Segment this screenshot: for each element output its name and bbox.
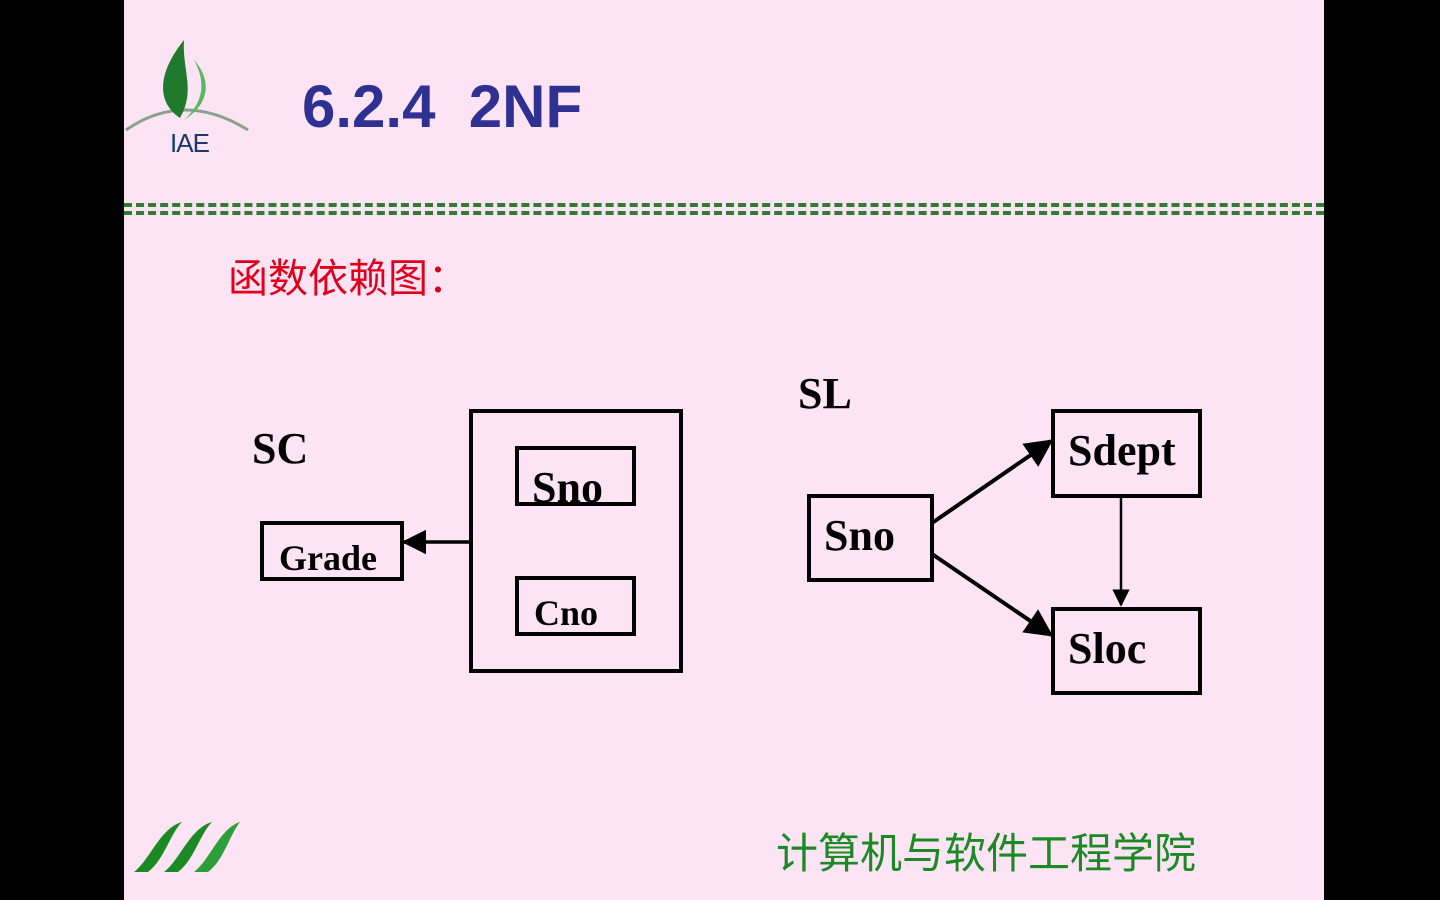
dependency-diagram: SC Grade Sno Cno SL Sno Sdept Sloc — [252, 369, 1202, 695]
grade-label: Grade — [279, 538, 377, 578]
iae-logo — [124, 30, 254, 160]
sc-sno-label: Sno — [532, 463, 603, 512]
footer-text: 计算机与软件工程学院 — [776, 829, 1197, 878]
sl-sno-label: Sno — [824, 511, 895, 560]
divider-line-bottom — [124, 211, 1324, 215]
logo-text: IAE — [170, 128, 210, 158]
divider-line-top — [124, 203, 1324, 207]
sl-sno-box — [807, 494, 934, 582]
sdept-label: Sdept — [1068, 426, 1176, 475]
sloc-box — [1051, 607, 1202, 695]
cno-label: Cno — [534, 593, 598, 633]
sl-label: SL — [798, 369, 852, 418]
sc-label: SC — [252, 424, 308, 473]
slide-title: 6.2.4 2NF — [302, 73, 583, 140]
sloc-label: Sloc — [1068, 624, 1146, 673]
sno-to-sdept-arrow — [930, 439, 1054, 525]
footer-logo — [130, 820, 242, 876]
sc-sno-box — [515, 446, 636, 506]
sno-to-sloc-arrow — [930, 552, 1054, 637]
cno-box — [515, 576, 636, 636]
subtitle: 函数依赖图： — [228, 256, 468, 302]
slide: IAE 6.2.4 2NF 函数依赖图： SC Grade Sno Cno SL… — [124, 0, 1324, 900]
